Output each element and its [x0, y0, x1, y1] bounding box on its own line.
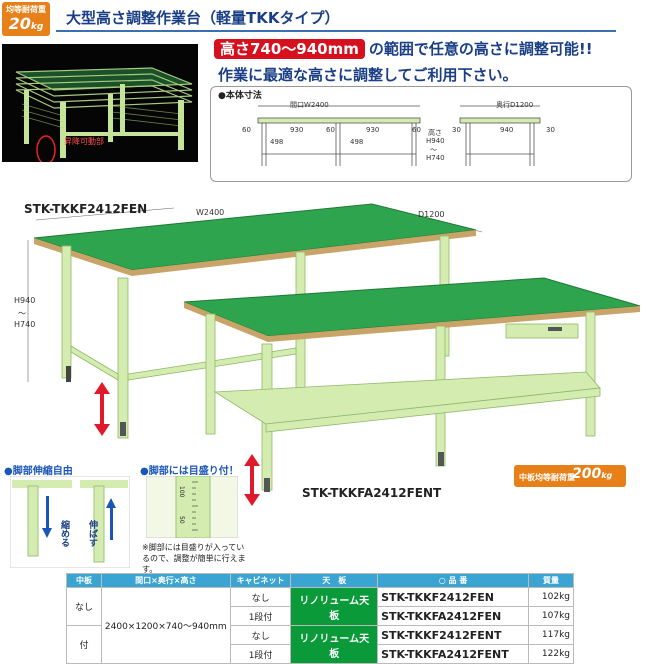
shelf-cell: なし	[66, 587, 102, 626]
size-cell: 2400×1200×740～940mm	[100, 587, 231, 664]
dim-60a: 60	[242, 126, 251, 134]
dimension-panel	[210, 86, 632, 182]
photo-label: 昇降可動部	[64, 137, 104, 146]
dim-498b: 498	[350, 138, 364, 146]
shelf-cell: 付	[66, 625, 102, 664]
dim-930b: 930	[366, 126, 380, 134]
spec-table: 中板 間口×奥行×高さ キャビネット 天 板 ○ 品 番 質量 なし 2400×…	[66, 573, 574, 664]
dim-h940: H940	[426, 137, 445, 145]
product-cell: STK-TKKF2412FENT	[377, 625, 530, 645]
workbench-illustration	[27, 203, 641, 506]
scale-note: ※脚部には目盛りが入っているので、調整が簡単に行えます。	[142, 543, 246, 574]
dim-depth: 奥行D1200	[496, 101, 534, 109]
scale-50: 50	[178, 516, 185, 524]
table-photo-illustration	[2, 44, 198, 165]
depth-label: D1200	[418, 210, 445, 219]
mass-cell: 117kg	[528, 625, 574, 645]
top-cell: リノリューム天板	[290, 625, 379, 664]
shrink-label: 縮める	[59, 520, 69, 547]
dim-930a: 930	[290, 126, 304, 134]
dim-498a: 498	[270, 138, 284, 146]
dim-tilde: ～	[430, 146, 437, 154]
width-label: W2400	[196, 208, 225, 217]
dimension-title: ●本体寸法	[218, 91, 262, 101]
product-cell: STK-TKKFA2412FENT	[377, 644, 530, 664]
dim-940: 940	[500, 126, 514, 134]
mass-cell: 122kg	[528, 644, 574, 664]
model-label-front: STK-TKKFA2412FENT	[302, 486, 442, 500]
shelf-load-value: 200kg	[572, 466, 613, 482]
height-label-min: H740	[14, 320, 36, 329]
load-badge-value: 20kg	[8, 14, 44, 33]
col-cabinet: キャビネット	[229, 573, 292, 588]
dim-60c: 60	[412, 126, 421, 134]
scale-closeup	[146, 476, 238, 538]
headline-line1-text: の範囲で任意の高さに調整可能!!	[368, 40, 593, 58]
shelf-load-badge: 中板均等耐荷重 200kg	[514, 465, 626, 487]
cabinet-cell: なし	[229, 587, 292, 607]
dim-h740: H740	[426, 154, 445, 162]
model-label-back: STK-TKKF2412FEN	[24, 202, 148, 216]
dim-30a: 30	[452, 126, 461, 134]
height-range-highlight: 高さ740～940mm	[214, 39, 365, 59]
dim-front-width: 間口W2400	[290, 101, 329, 109]
load-badge-label: 均等耐荷重	[6, 5, 46, 14]
shelf-load-label: 中板均等耐荷重	[519, 473, 575, 482]
table-header-row: 中板 間口×奥行×高さ キャビネット 天 板 ○ 品 番 質量	[66, 573, 574, 588]
dim-60b: 60	[326, 126, 335, 134]
dim-30b: 30	[546, 126, 555, 134]
height-label-max: H940	[14, 296, 36, 305]
cabinet-cell: 1段付	[229, 606, 292, 626]
cabinet-cell: なし	[229, 625, 292, 645]
col-top: 天 板	[290, 573, 379, 588]
product-cell: STK-TKKF2412FEN	[377, 587, 530, 607]
extend-label: 伸ばす	[87, 520, 97, 547]
col-mass: 質量	[528, 573, 574, 588]
leg-closeup	[10, 476, 130, 568]
product-photo	[2, 44, 198, 165]
dim-height-label: 高さ	[428, 129, 442, 137]
cabinet-cell: 1段付	[229, 644, 292, 664]
table-row: なし 2400×1200×740～940mm なし リノリューム天板 STK-T…	[66, 587, 574, 664]
scale-100: 100	[178, 486, 185, 498]
load-capacity-badge: 均等耐荷重 20kg	[2, 2, 50, 36]
page-title: 大型高さ調整作業台（軽量TKKタイプ）	[66, 9, 340, 27]
col-product: ○ 品 番	[377, 573, 530, 588]
top-cell: リノリューム天板	[290, 587, 379, 626]
col-shelf: 中板	[66, 573, 102, 588]
height-arrows	[94, 382, 260, 506]
feature-extendable-legs: ●脚部伸縮自由	[4, 466, 73, 477]
mass-cell: 102kg	[528, 587, 574, 607]
feature-scale-marks: ●脚部には目盛り付！	[140, 466, 239, 477]
mass-cell: 107kg	[528, 606, 574, 626]
height-label-tilde: ～	[18, 309, 26, 318]
front-table	[183, 277, 641, 492]
col-size: 間口×奥行×高さ	[100, 573, 231, 588]
product-cell: STK-TKKFA2412FEN	[377, 606, 530, 626]
table-row: 1段付 STK-TKKFA2412FEN 107kg	[67, 606, 574, 626]
title-bar: 大型高さ調整作業台（軽量TKKタイプ）	[56, 6, 616, 32]
dimension-drawing	[257, 105, 541, 166]
headline-line2: 作業に最適な高さに調整してご利用下さい。	[218, 66, 518, 84]
